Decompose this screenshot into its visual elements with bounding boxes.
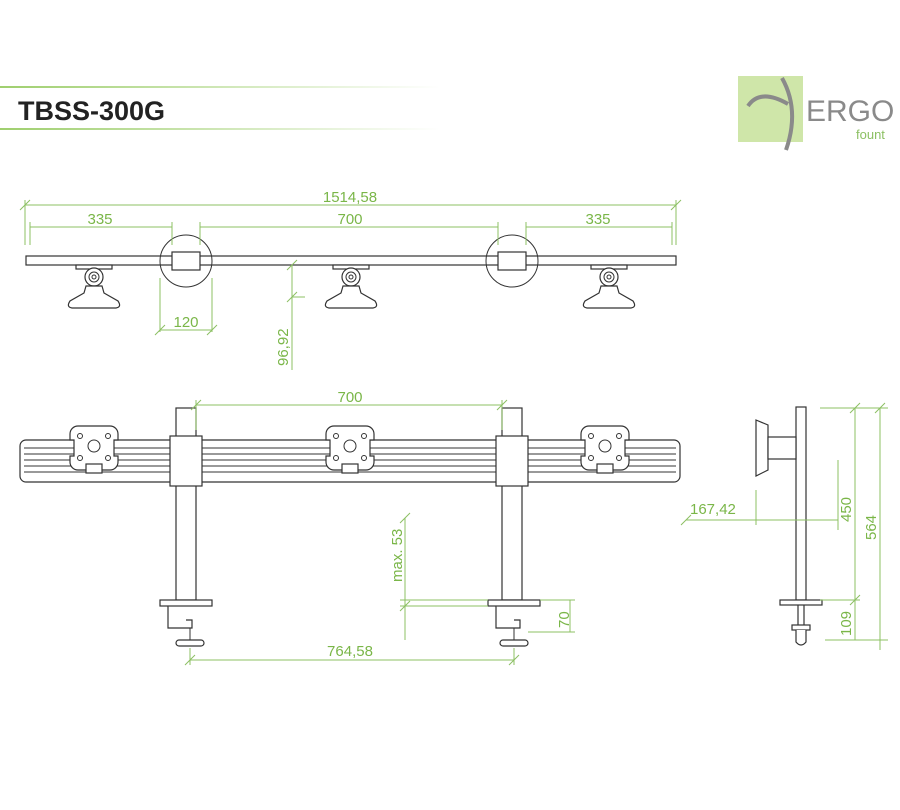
header: TBSS-300G [0, 86, 440, 130]
top-view: 1514,58 335 700 335 120 96,92 [19, 189, 682, 370]
dim-depth-offset: 96,92 [275, 328, 292, 366]
dim-total-height: 564 [863, 515, 880, 540]
dim-pole-diameter: 120 [173, 314, 198, 331]
dim-pole-spacing: 700 [337, 389, 362, 406]
side-vesa [755, 419, 769, 477]
pole-circle-left [159, 234, 213, 288]
logo-sub: fount [856, 127, 885, 142]
dim-left-arm: 335 [87, 211, 112, 228]
header-rule-bottom [0, 128, 440, 130]
dim-clamp-total: 109 [838, 611, 855, 636]
dim-right-arm: 335 [585, 211, 610, 228]
logo-brand: ERGO [806, 95, 894, 128]
dim-clamp-spacing: 764,58 [327, 643, 373, 660]
pole-circle-right [485, 234, 539, 288]
dim-clamp-height: 70 [556, 611, 573, 628]
dim-overall-width: 1514,58 [323, 189, 377, 206]
ergo-fount-logo: ERGO fount [738, 76, 894, 151]
dim-center-span: 700 [337, 211, 362, 228]
crossbar-top [25, 255, 677, 266]
dim-side-depth: 167,42 [690, 501, 736, 518]
dim-bar-height: 450 [838, 497, 855, 522]
logo-mark-icon [746, 77, 795, 151]
front-view: 700 max. 53 70 764,58 [19, 389, 681, 666]
header-rule-top [0, 86, 440, 88]
side-view: 167,42 450 564 109 [680, 402, 888, 650]
side-pole [795, 406, 807, 601]
dim-desk-thickness: max. 53 [389, 529, 406, 582]
product-title: TBSS-300G [18, 96, 165, 126]
